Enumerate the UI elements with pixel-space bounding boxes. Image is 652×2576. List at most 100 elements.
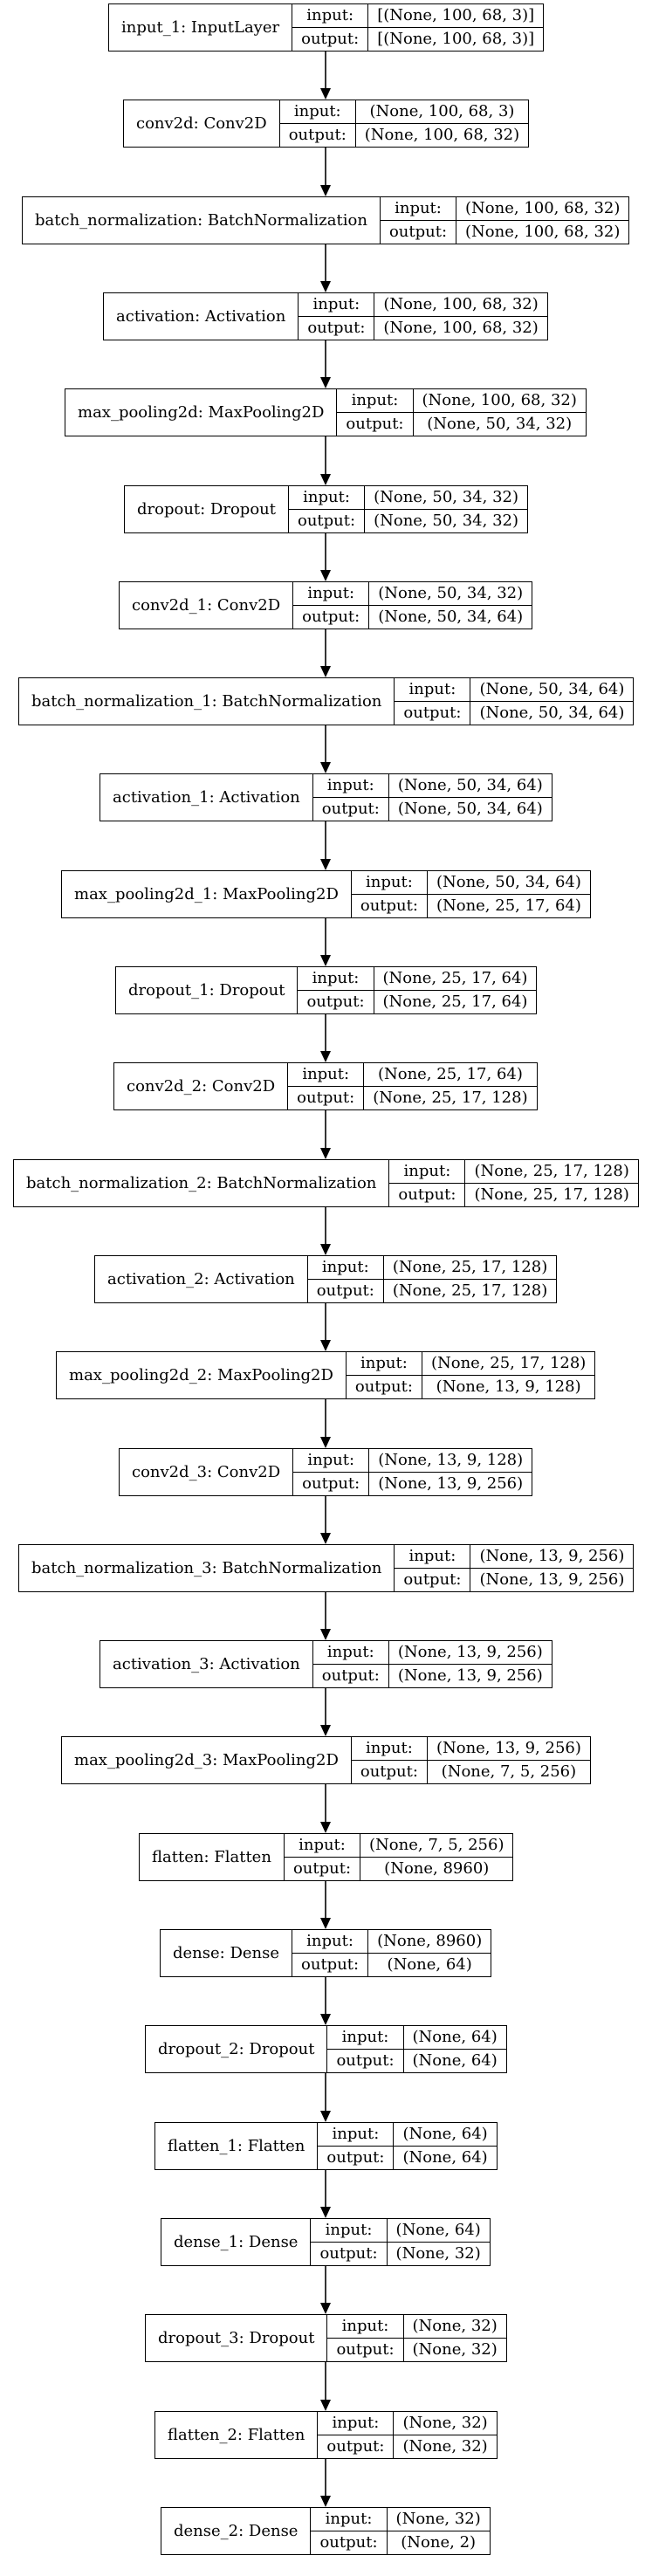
output-shape: (None, 50, 34, 32) (364, 509, 528, 533)
input-shape: (None, 7, 5, 256) (360, 1833, 514, 1858)
input-label: input: (326, 2314, 404, 2339)
output-label: output: (292, 1472, 370, 1496)
layer-name: conv2d: Conv2D (123, 100, 280, 148)
edge-arrowhead (320, 2111, 331, 2122)
edge-arrowhead (320, 1340, 331, 1351)
layer-name: dropout_1: Dropout (114, 966, 299, 1014)
input-shape: (None, 100, 68, 3) (354, 100, 530, 124)
output-label: output: (394, 1568, 471, 1592)
output-label: output: (310, 2531, 388, 2555)
input-label: input: (278, 100, 356, 124)
output-shape: (None, 13, 9, 256) (388, 1664, 552, 1688)
output-label: output: (317, 2435, 395, 2459)
output-shape: (None, 64) (393, 2146, 498, 2170)
edge-arrowhead (320, 2014, 331, 2025)
input-shape: (None, 32) (386, 2507, 491, 2531)
layer-node: batch_normalization_1: BatchNormalizatio… (17, 677, 635, 725)
input-shape: (None, 13, 9, 256) (388, 1640, 552, 1665)
edge-arrowhead (320, 1918, 331, 1929)
output-shape: (None, 100, 68, 32) (374, 316, 548, 340)
edge-arrowhead (320, 1437, 331, 1448)
input-label: input: (312, 1640, 389, 1665)
input-shape: (None, 13, 9, 128) (368, 1448, 533, 1473)
edge-arrowhead (320, 281, 331, 292)
layer-node: batch_normalization_3: BatchNormalizatio… (17, 1544, 635, 1592)
output-shape: (None, 25, 17, 64) (373, 990, 538, 1014)
input-shape: (None, 32) (402, 2314, 507, 2339)
input-shape: (None, 100, 68, 32) (456, 196, 630, 221)
output-label: output: (297, 990, 374, 1014)
layer-name: dropout: Dropout (124, 485, 289, 533)
edge-arrowhead (320, 1244, 331, 1255)
input-label: input: (388, 1159, 466, 1184)
output-label: output: (310, 2242, 388, 2266)
layer-name: activation: Activation (102, 292, 299, 340)
output-shape: (None, 100, 68, 32) (354, 123, 530, 148)
layer-name: max_pooling2d_3: MaxPooling2D (61, 1736, 352, 1784)
layer-name: flatten_2: Flatten (154, 2411, 319, 2459)
input-shape: (None, 25, 17, 64) (363, 1062, 538, 1087)
output-label: output: (350, 1760, 428, 1784)
input-label: input: (326, 2025, 404, 2050)
input-label: input: (345, 1351, 422, 1376)
input-shape: (None, 13, 9, 256) (470, 1544, 635, 1569)
output-shape: (None, 32) (386, 2242, 491, 2266)
input-label: input: (310, 2507, 388, 2531)
output-label: output: (317, 2146, 395, 2170)
layer-name: batch_normalization_1: BatchNormalizatio… (17, 677, 395, 725)
input-shape: (None, 50, 34, 64) (426, 870, 591, 895)
input-shape: (None, 13, 9, 256) (426, 1736, 591, 1761)
input-shape: (None, 50, 34, 32) (368, 581, 533, 606)
input-label: input: (297, 966, 374, 991)
input-label: input: (306, 1255, 384, 1280)
edge-arrowhead (320, 2496, 331, 2507)
output-shape: [(None, 100, 68, 3)] (367, 27, 545, 52)
input-label: input: (310, 2218, 388, 2243)
output-shape: (None, 13, 9, 128) (421, 1375, 596, 1399)
input-shape: (None, 50, 34, 64) (388, 773, 552, 798)
edge-arrowhead (320, 2303, 331, 2314)
input-label: input: (312, 773, 389, 798)
edge-arrowhead (320, 570, 331, 581)
output-shape: (None, 64) (367, 1953, 492, 1977)
layer-name: batch_normalization_3: BatchNormalizatio… (17, 1544, 395, 1592)
input-label: input: (379, 196, 457, 221)
output-label: output: (312, 1664, 389, 1688)
output-label: output: (298, 316, 375, 340)
input-label: input: (283, 1833, 361, 1858)
input-shape: (None, 25, 17, 128) (464, 1159, 639, 1184)
output-shape: (None, 2) (386, 2531, 491, 2555)
output-label: output: (287, 1086, 365, 1110)
output-label: output: (350, 894, 428, 918)
layer-name: dropout_3: Dropout (144, 2314, 328, 2362)
input-label: input: (287, 485, 366, 510)
layer-name: activation_2: Activation (94, 1255, 308, 1303)
input-label: input: (336, 388, 414, 413)
output-shape: (None, 7, 5, 256) (426, 1760, 591, 1784)
output-label: output: (326, 2049, 404, 2073)
output-shape: (None, 13, 9, 256) (368, 1472, 533, 1496)
output-label: output: (292, 1953, 369, 1977)
input-label: input: (292, 581, 370, 606)
input-shape: [(None, 100, 68, 3)] (367, 3, 545, 28)
input-label: input: (394, 677, 471, 702)
layer-node: batch_normalization_2: BatchNormalizatio… (12, 1159, 639, 1207)
layer-name: activation_1: Activation (100, 773, 313, 821)
input-label: input: (317, 2411, 395, 2435)
input-shape: (None, 25, 17, 128) (382, 1255, 558, 1280)
layer-name: max_pooling2d_2: MaxPooling2D (56, 1351, 347, 1399)
layer-name: conv2d_1: Conv2D (118, 581, 294, 629)
input-shape: (None, 25, 17, 128) (421, 1351, 596, 1376)
output-shape: (None, 25, 17, 128) (464, 1183, 639, 1207)
edge-arrowhead (320, 1822, 331, 1833)
edge-arrowhead (320, 666, 331, 677)
output-label: output: (292, 27, 369, 52)
layer-name: flatten: Flatten (139, 1833, 285, 1881)
layer-name: max_pooling2d_1: MaxPooling2D (61, 870, 352, 918)
